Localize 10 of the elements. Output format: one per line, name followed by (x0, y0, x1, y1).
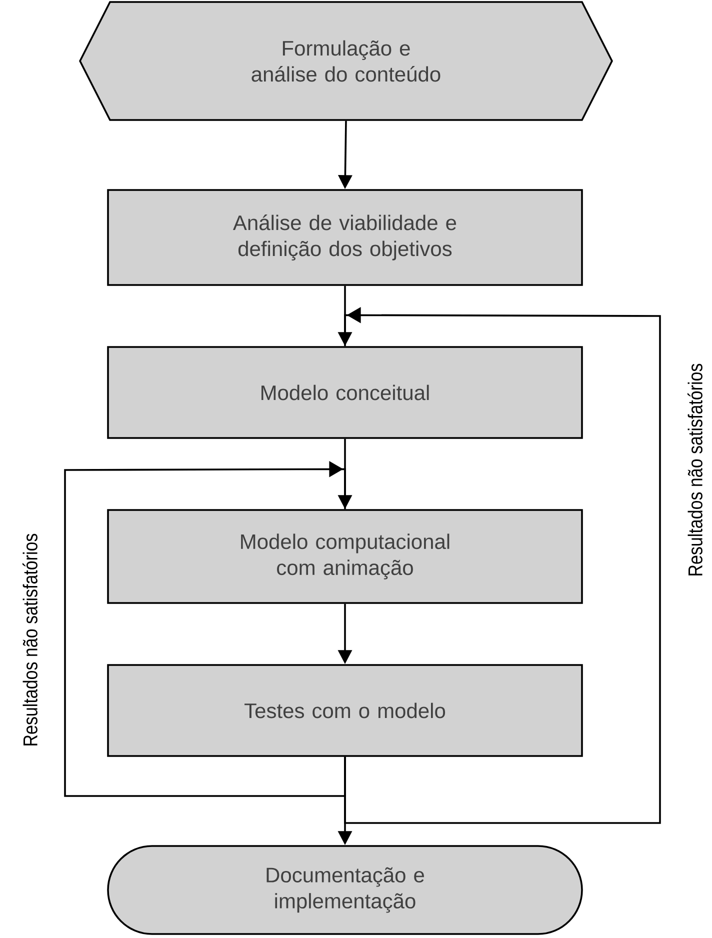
arrow (64, 461, 346, 797)
edge-label: Resultados não satisfatórios (688, 364, 702, 576)
hexagon-box: Formulação e análise do conteúdo (79, 1, 613, 121)
process-box: Análise de viabilidade e definição dos objetivos (107, 189, 583, 286)
process-box: Testes com o modelo (107, 664, 583, 757)
process-box: Modelo conceitual (107, 346, 583, 439)
process-box: Modelo computacional com animação (107, 509, 583, 604)
arrow (344, 307, 661, 824)
edge-label: Resultados não satisfatórios (22, 534, 38, 746)
terminal-box: Documentação e implementação (107, 845, 583, 935)
